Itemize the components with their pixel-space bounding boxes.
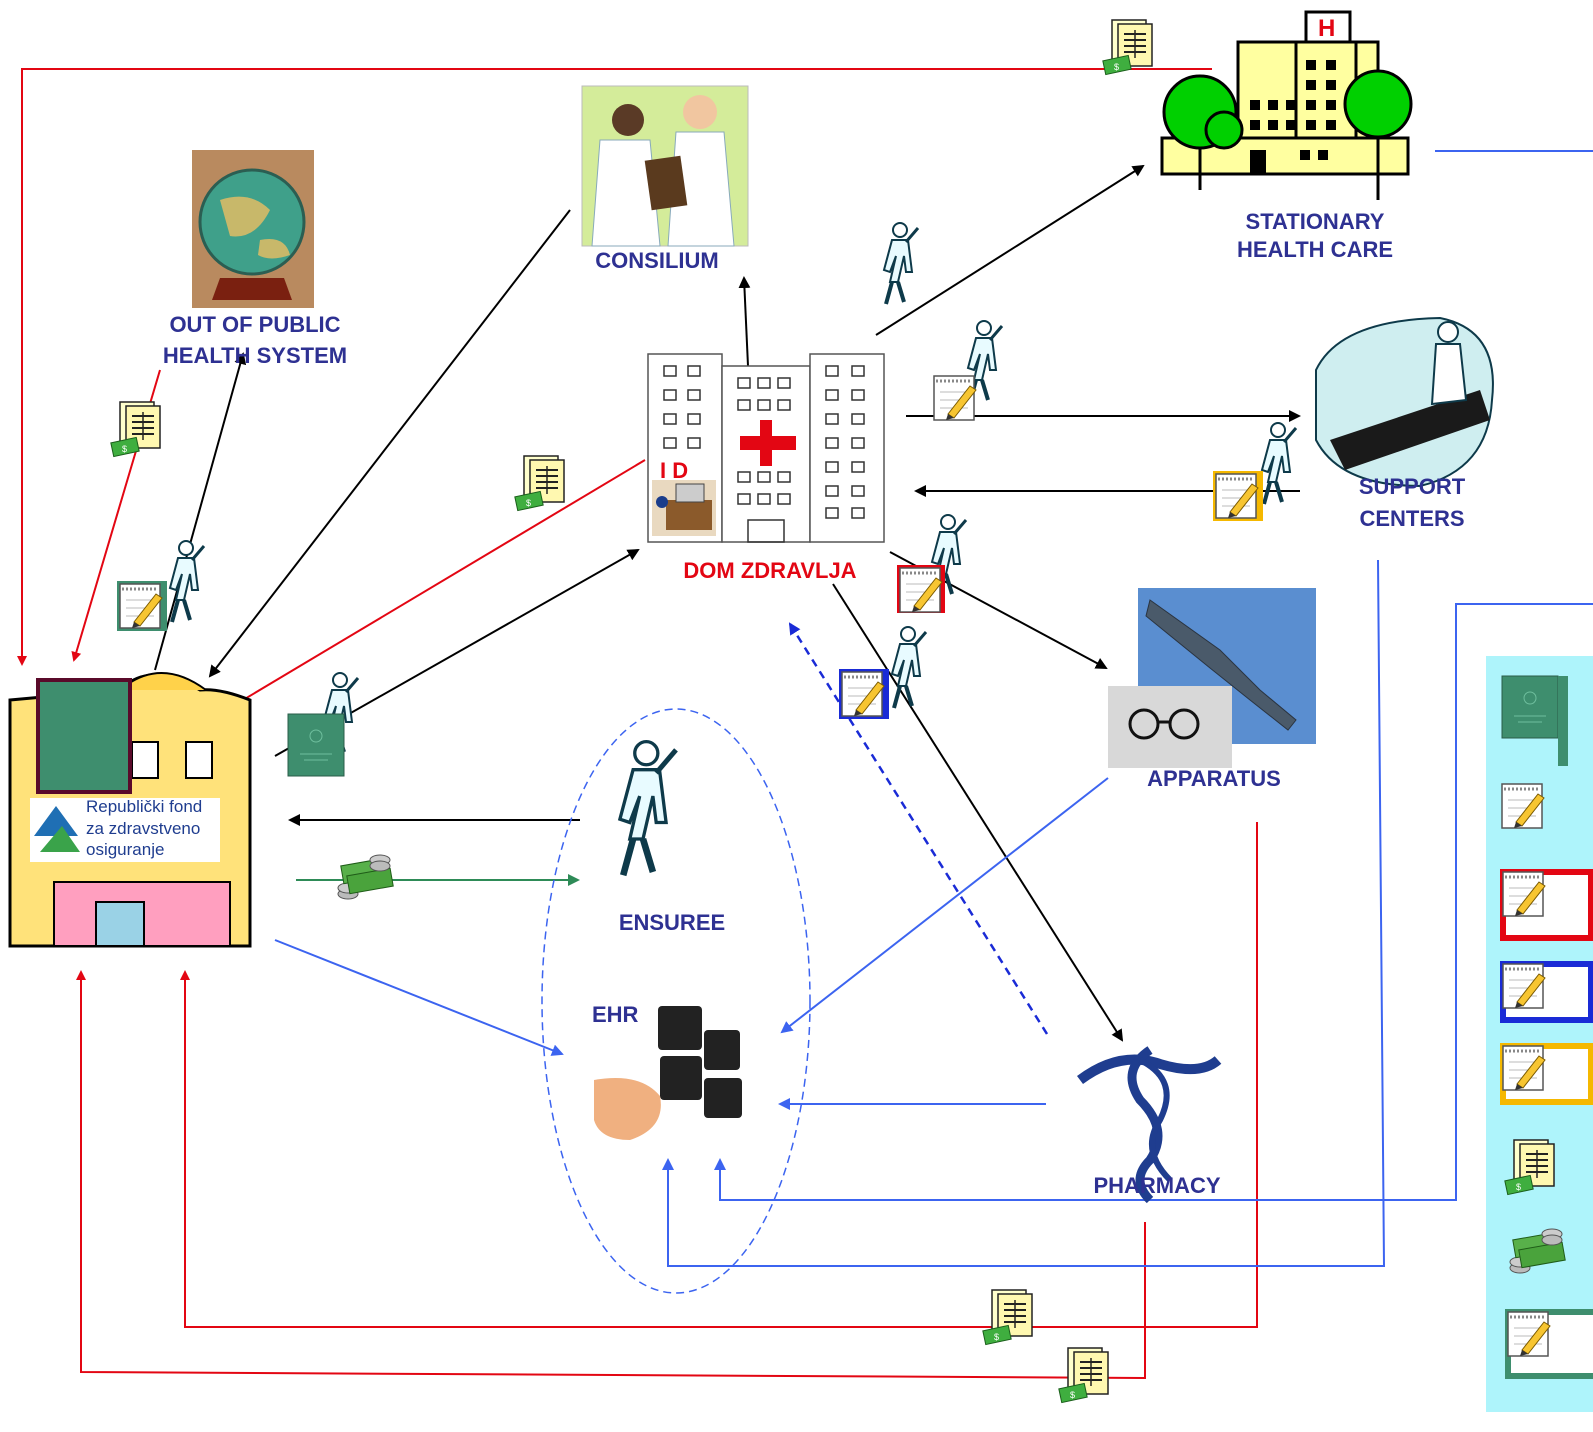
blue-flows: [274, 150, 1593, 1267]
ensuree-ehr-group: [541, 708, 811, 1294]
flow-pharmacy-to-dom-dashed: [788, 622, 1049, 1035]
referral-yellow-icon: [1213, 471, 1263, 521]
ensuree-label: ENSUREE: [619, 910, 725, 935]
walking-doctor-icon: [882, 221, 920, 306]
consilium-node: CONSILIUM: [581, 85, 749, 273]
fund-name-line2: za zdravstveno: [86, 819, 200, 838]
invoice-icon: [1101, 19, 1153, 76]
invoice-icon: [513, 455, 565, 512]
flow-support-to-ehr: [662, 559, 1386, 1267]
ensuree-walker-icon: [620, 742, 676, 876]
invoice-icon: [981, 1289, 1033, 1346]
fund-name-line3: osiguranje: [86, 840, 164, 859]
legend-referral-plain-icon: [1500, 782, 1546, 830]
walking-doctor-icon: [890, 625, 928, 710]
out-of-public-label-2: HEALTH SYSTEM: [163, 343, 347, 368]
referral-green-icon: [117, 581, 167, 631]
insurance-fund-node: Republički fond za zdravstveno osiguranj…: [8, 672, 252, 948]
flow-dom-to-pharmacy: [832, 583, 1124, 1042]
hospital-icon: H: [1160, 10, 1413, 200]
legend-health-card-icon: [1501, 675, 1568, 766]
consilium-label: CONSILIUM: [595, 248, 718, 273]
legend-background: [1486, 656, 1593, 1412]
flow-consilium-to-fund: [208, 209, 571, 678]
dom-zdravlja-label: DOM ZDRAVLJA: [683, 558, 856, 583]
legend-referral-yellow-icon: [1500, 1043, 1593, 1105]
stationary-label-2: HEALTH CARE: [1237, 237, 1393, 262]
legend-referral-red-icon: [1500, 869, 1593, 941]
support-label-2: CENTERS: [1359, 506, 1464, 531]
health-card-image: [36, 678, 132, 794]
out-of-public-label-1: OUT OF PUBLIC: [169, 312, 340, 337]
clinic-building-icon: [647, 353, 885, 543]
flow-pharmacy-to-fund: [76, 970, 1146, 1380]
flow-stationary-to-fund: [17, 68, 1212, 666]
flow-fund-to-outside: [154, 352, 247, 671]
flow-legend-to-ehr: [714, 603, 1593, 1201]
pharmacy-node: PHARMACY: [1077, 1046, 1222, 1204]
flow-apparatus-to-ehr: [780, 777, 1109, 1034]
health-card-icon: [287, 713, 345, 777]
fund-building-icon: [8, 672, 252, 948]
referral-red-icon: [897, 565, 945, 614]
legend-panel: [1486, 656, 1593, 1412]
flow-dom-to-stationary: [875, 164, 1145, 336]
invoice-icon: [109, 401, 161, 458]
invoice-icon: [1057, 1347, 1109, 1404]
support-label-1: SUPPORT: [1359, 474, 1466, 499]
referral-blue-icon: [839, 669, 889, 719]
legend-referral-blue-icon: [1500, 961, 1593, 1023]
apparatus-label: APPARATUS: [1147, 766, 1281, 791]
legend-referral-green-icon: [1505, 1309, 1593, 1379]
id-label: I D: [660, 458, 688, 483]
flow-dom-to-consilium: [738, 276, 751, 367]
flow-fund-to-ehr: [274, 939, 564, 1056]
dom-zdravlja-node: I D DOM ZDRAVLJA: [647, 353, 885, 583]
svg-text:H: H: [1318, 15, 1335, 42]
stationary-node: H STATIONARY HEALTH CARE: [1160, 10, 1413, 262]
flow-dom-to-fund: [231, 459, 646, 708]
referral-plain-icon: [932, 374, 978, 422]
flow-icons: [109, 19, 1298, 1404]
money-icon: [337, 854, 394, 900]
ehr-node: EHR: [592, 1002, 742, 1140]
support-node: SUPPORT CENTERS: [1315, 316, 1494, 531]
flow-apparatus-to-fund: [180, 822, 1258, 1328]
ensuree-node: ENSUREE: [619, 742, 725, 935]
out-of-public-node: OUT OF PUBLIC HEALTH SYSTEM: [163, 150, 347, 368]
stationary-label-1: STATIONARY: [1246, 209, 1385, 234]
apparatus-node: APPARATUS: [1108, 588, 1316, 791]
walking-doctor-icon: [168, 539, 206, 624]
ehr-label: EHR: [592, 1002, 639, 1027]
pharmacy-label: PHARMACY: [1093, 1173, 1220, 1198]
puzzle-image: [594, 1006, 742, 1140]
pharmacy-caduceus-icon: [1077, 1046, 1222, 1204]
black-flows: [154, 164, 1301, 1042]
red-flows: [17, 68, 1258, 1380]
fund-name-line1: Republički fond: [86, 797, 202, 816]
